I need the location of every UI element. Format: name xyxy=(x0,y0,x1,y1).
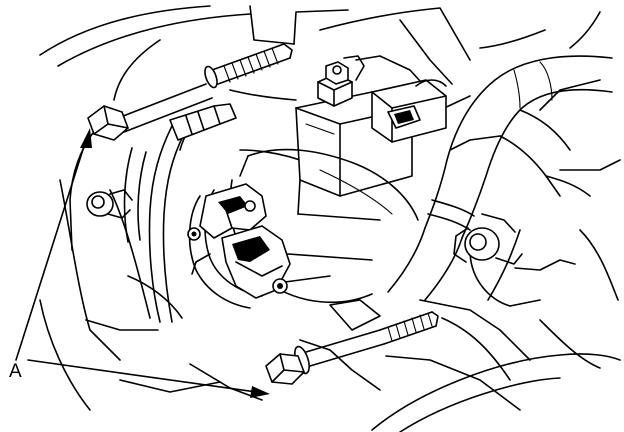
lower-body-outline xyxy=(371,353,621,431)
wiring-harness xyxy=(86,103,237,323)
arrowhead-lower xyxy=(250,386,270,398)
upper-bolt xyxy=(87,43,293,141)
rubber-bushing xyxy=(453,213,523,265)
harness-connector xyxy=(371,79,447,143)
lower-bolt xyxy=(265,311,439,385)
lower-edge-outline xyxy=(399,377,561,432)
cable-bracket xyxy=(187,183,291,299)
arrowhead-upper xyxy=(80,128,92,148)
callout-line-lower xyxy=(27,359,257,393)
callout-label-a: A xyxy=(9,361,22,382)
callout-line-upper xyxy=(15,139,87,361)
callout-arrows xyxy=(15,128,270,398)
